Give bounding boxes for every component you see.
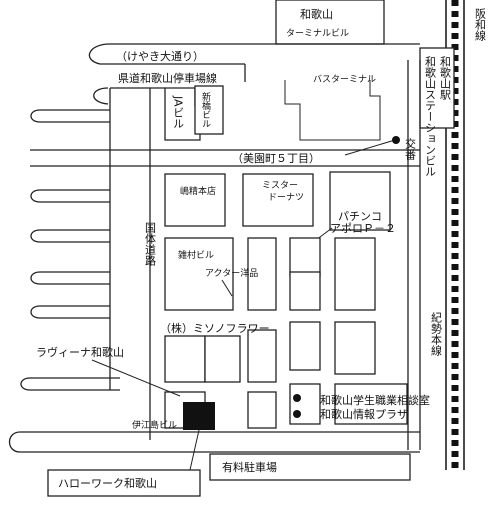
parking-label: 有料駐車場: [222, 460, 277, 474]
police-box-label: 交番: [404, 137, 417, 161]
student-career-label: 和歌山学生職業相談室: [320, 393, 430, 407]
pachinko-label-2: アポロＰ－２: [330, 222, 396, 235]
bus-terminal-outline: [284, 80, 381, 141]
pachinko-block: [329, 171, 391, 231]
block-h: [289, 321, 321, 371]
wakayama-station-label: 和歌山駅: [439, 56, 452, 101]
hanwa-line-label: 阪和線: [474, 7, 487, 41]
zoumura-block: [164, 237, 234, 311]
keyaki-label: （けやき大通り）: [116, 49, 204, 63]
kendou-label: 県道和歌山停車場線: [118, 71, 217, 85]
block-c: [289, 271, 321, 311]
shimasei-label: 嶋精本店: [180, 185, 216, 197]
acta-label: アクター洋品: [205, 267, 258, 279]
block-b: [289, 237, 321, 277]
info-plaza-label: 和歌山情報プラザ: [320, 407, 408, 421]
police-box-marker: [392, 136, 400, 144]
block-k: [247, 391, 277, 429]
misono-flower-label: （株）ミソノフラワー: [160, 321, 270, 335]
block-l: [289, 383, 321, 425]
mister-donut-label-1: ミスター: [262, 180, 298, 191]
block-e: [164, 335, 206, 383]
block-m: [334, 383, 408, 425]
mister-donut-label-2: ドーナツ: [268, 192, 304, 203]
bien-cho-label: （美園町５丁目）: [232, 152, 320, 165]
info-plaza-marker: [293, 410, 301, 418]
wakayama-station-box: [419, 47, 455, 129]
shinbashi-building-label: 新橋ビル: [200, 91, 211, 128]
block-g: [247, 329, 277, 383]
la-vina-label: ラヴィーナ和歌山: [36, 345, 124, 359]
parking-lot: [209, 453, 411, 481]
block-f: [204, 335, 241, 383]
hello-work-building: [183, 402, 215, 430]
station-building-label: 和歌山ステーションビル: [424, 56, 437, 177]
block-a: [247, 237, 277, 311]
mister-donut-block: [242, 173, 314, 227]
block-i: [334, 321, 376, 375]
block-d: [334, 237, 376, 311]
kokutai-label: 国体道路: [144, 222, 157, 267]
terminal-name-label: 和歌山: [300, 7, 333, 21]
ja-building-label: JAビル: [172, 95, 185, 129]
student-career-marker: [293, 394, 301, 402]
shimasei-block: [164, 173, 226, 227]
zoumura-label: 雑村ビル: [178, 249, 214, 261]
iejima-label: 伊江島ビル: [132, 419, 177, 431]
shinbashi-building-block: [194, 85, 224, 135]
terminal-sub-label: ターミナルビル: [286, 28, 349, 39]
bus-terminal-label: バスターミナル: [313, 74, 376, 85]
hello-work-label: ハローワーク和歌山: [58, 476, 157, 490]
kisei-line-label: 紀勢本線: [430, 312, 443, 356]
pachinko-label-1: パチンコ: [338, 210, 382, 223]
terminal-building: [275, 0, 385, 45]
hello-work-label-box: [47, 469, 201, 497]
